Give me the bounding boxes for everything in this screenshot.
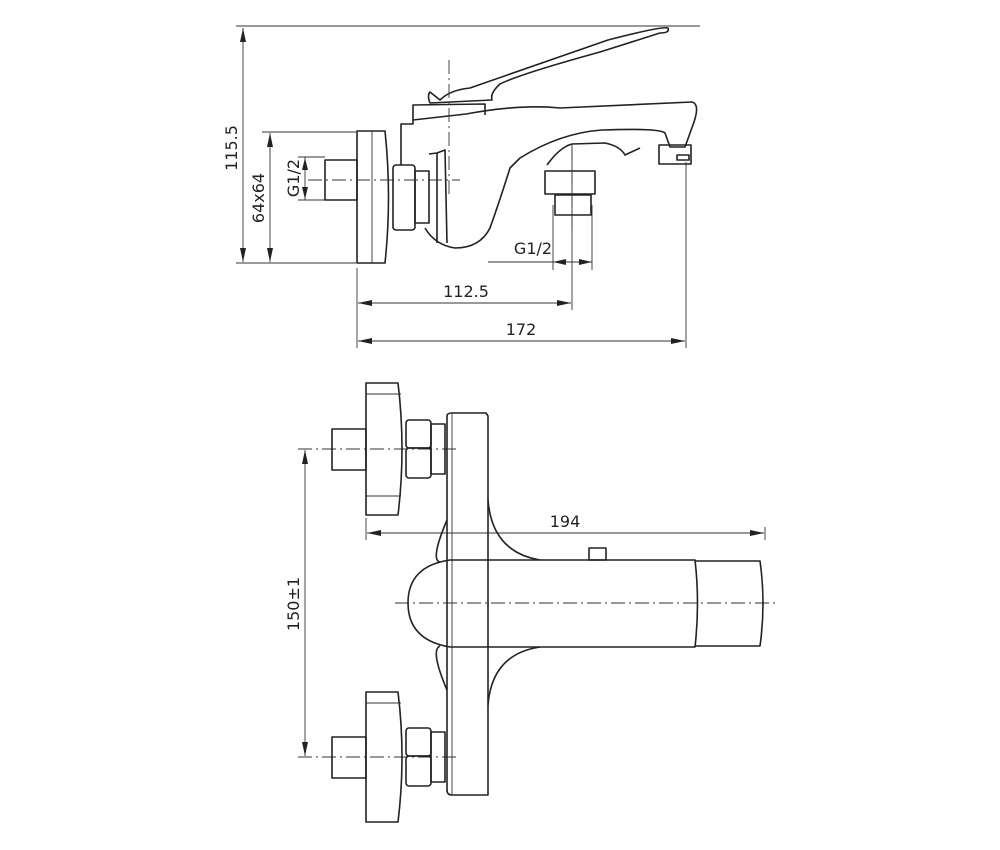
dimension-spout-projection: 172 [358,320,685,344]
dimension-inlet-thread: G1/2 [284,157,308,200]
dimension-label: 150±1 [284,577,303,631]
wall-flange [365,691,403,823]
dimension-inlet-spacing: 150±1 [284,450,308,756]
lever-handle [427,26,670,104]
dimension-label: G1/2 [284,159,303,197]
dimension-label: 112.5 [443,282,489,301]
hex-nut [392,164,416,231]
wall-flange [356,130,390,264]
faucet-top-profile [331,382,764,823]
diverter-pin [588,547,607,561]
spout [407,559,699,648]
hex-nut [405,727,432,757]
outlet-connector [544,170,596,195]
side-view: 115.5 64x64 G1/2 G1/2 112.5 [222,25,700,348]
inlet-pipe [331,736,367,779]
dimension-flange-size: 64x64 [249,133,273,262]
dimension-outlet-thread: G1/2 [488,239,592,265]
wall-flange [365,382,403,516]
inlet-pipe [331,428,367,471]
dimension-label: 194 [550,512,581,531]
top-view: 194 150±1 [284,382,775,823]
dimension-total-height: 115.5 [222,28,246,262]
dimension-label: 64x64 [249,173,268,223]
outlet-thread [554,194,592,216]
body-plate [446,412,489,796]
faucet-side-profile [308,26,698,264]
dimension-label: 172 [506,320,537,339]
aerator [695,560,764,647]
aerator [658,144,692,165]
dimension-label: G1/2 [514,239,552,258]
dimension-label: 115.5 [222,125,241,171]
dimension-spout-length: 194 [367,512,764,536]
dimension-outlet-offset: 112.5 [358,282,571,306]
hex-nut [405,419,432,449]
